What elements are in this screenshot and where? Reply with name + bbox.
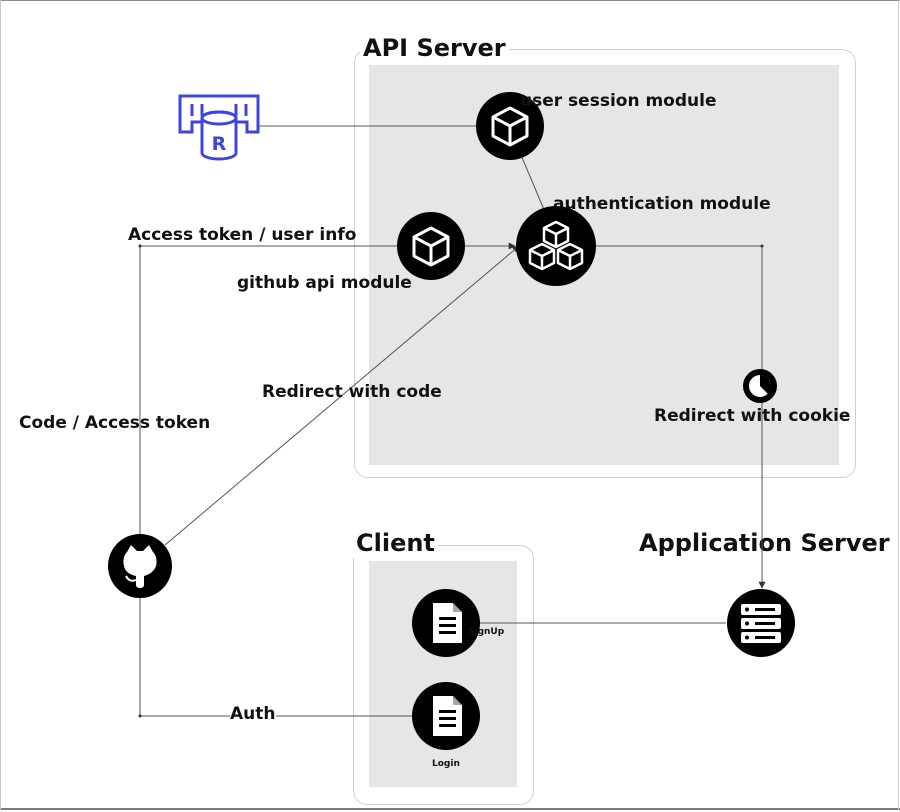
code-access-token-label: Code / Access token bbox=[19, 413, 211, 433]
github-icon bbox=[123, 545, 157, 588]
github-api-module-label: github api module bbox=[237, 273, 412, 293]
cube-icon bbox=[491, 106, 529, 147]
document-icon bbox=[433, 696, 462, 736]
document-icon bbox=[433, 603, 462, 643]
authentication-module-label: authentication module bbox=[553, 194, 771, 214]
redis-database-icon: R bbox=[178, 94, 260, 161]
edge-session-auth bbox=[520, 154, 546, 213]
cubes-icon bbox=[528, 220, 584, 271]
github-node[interactable] bbox=[108, 534, 172, 598]
frame-top-border bbox=[0, 0, 900, 1]
edge-redirect-with-code bbox=[164, 245, 520, 546]
application-server-node[interactable] bbox=[727, 589, 795, 657]
application-server-title: Application Server bbox=[639, 529, 890, 557]
auth-label: Auth bbox=[230, 704, 276, 724]
authentication-module-node[interactable] bbox=[516, 206, 596, 286]
client-title: Client bbox=[353, 528, 438, 558]
access-token-user-info-label: Access token / user info bbox=[128, 225, 357, 245]
frame-bottom-border bbox=[0, 808, 900, 810]
svg-text:R: R bbox=[212, 133, 227, 155]
cookie-node[interactable] bbox=[743, 369, 777, 403]
login-node[interactable] bbox=[412, 682, 480, 750]
signup-label: SignUp bbox=[468, 627, 505, 637]
github-api-module-node[interactable] bbox=[397, 212, 465, 280]
frame-right-border bbox=[898, 0, 899, 810]
server-icon bbox=[741, 604, 781, 643]
login-label: Login bbox=[432, 759, 460, 769]
redirect-with-code-label: Redirect with code bbox=[262, 382, 442, 402]
signup-node[interactable] bbox=[412, 589, 480, 657]
clock-icon bbox=[749, 375, 772, 397]
frame-left-border bbox=[0, 0, 1, 810]
user-session-module-node[interactable] bbox=[476, 92, 544, 160]
edge-auth bbox=[136, 567, 414, 717]
user-session-module-label: user session module bbox=[520, 91, 717, 111]
redirect-with-cookie-label: Redirect with cookie bbox=[654, 406, 851, 426]
api-server-title: API Server bbox=[360, 33, 509, 63]
cube-icon bbox=[412, 226, 450, 267]
